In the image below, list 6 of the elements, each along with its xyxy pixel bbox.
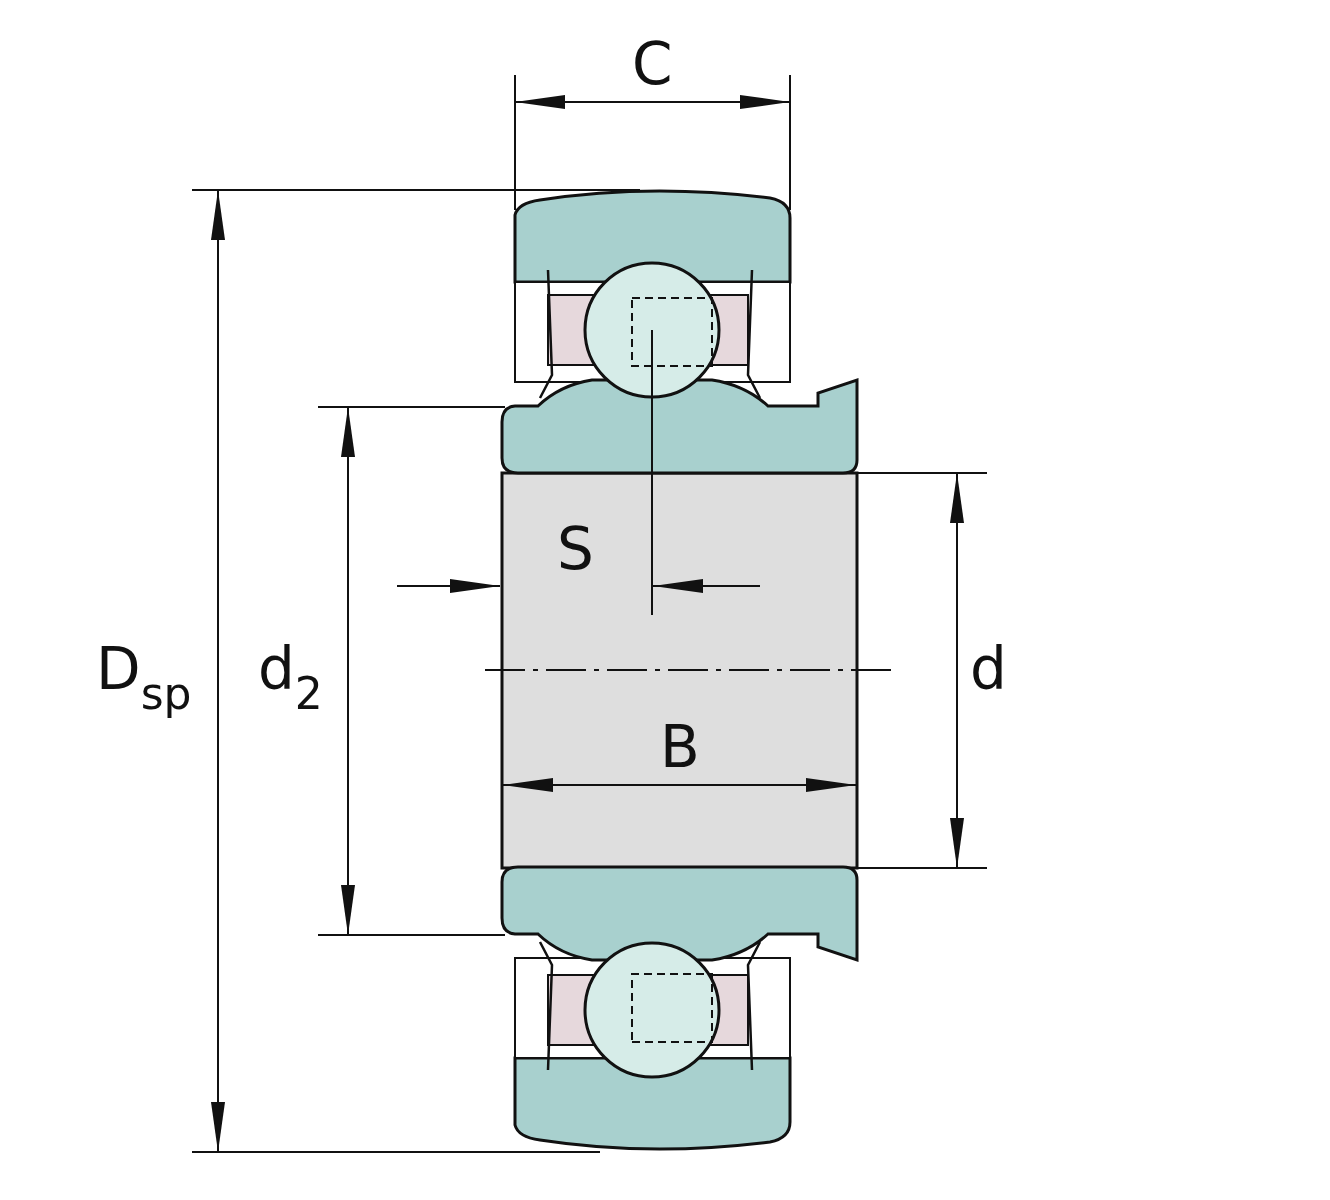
dimension-label: d$_{2}$	[258, 640, 323, 716]
dimension-label: C	[632, 35, 673, 93]
dimension-label: B	[660, 718, 700, 776]
dimension-label: D$_{sp}$	[96, 640, 192, 716]
dimension-label: S	[557, 520, 594, 578]
dimension-label: d	[970, 640, 1007, 698]
